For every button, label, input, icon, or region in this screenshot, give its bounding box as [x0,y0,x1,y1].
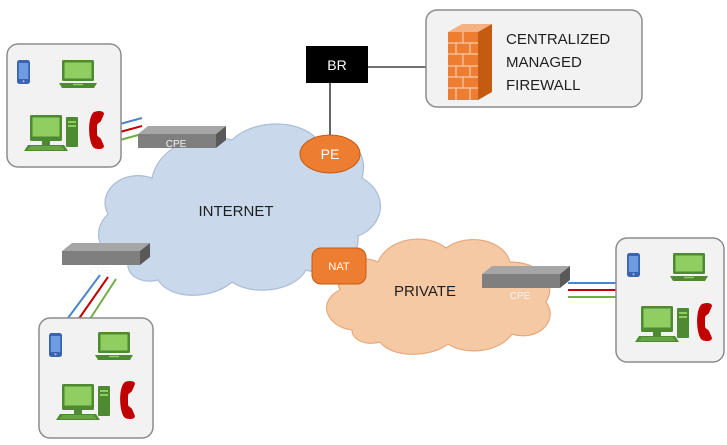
cpe-top-left: CPE [138,126,226,150]
smartphone-icon [49,333,62,357]
brick-firewall-icon [448,24,492,100]
router-device-icon [482,266,570,288]
laptop-icon [670,253,708,281]
smartphone-icon [627,253,640,277]
router-device-icon [62,243,150,265]
firewall-label-line2: MANAGED [506,54,582,71]
desktop-computer-icon [55,383,111,421]
nat-node [311,247,367,285]
desktop-computer-icon [634,305,690,343]
pe-label: PE [321,146,340,162]
desktop-computer-icon [23,114,79,152]
connection-lines [67,66,620,323]
nat-label: NAT [328,261,349,273]
smartphone-icon [17,60,30,84]
firewall-label-line1: CENTRALIZED [506,31,610,48]
cpe-label: CPE [166,139,187,150]
internet-label: INTERNET [199,203,274,220]
cpe-right: CPE [482,266,570,302]
firewall-label-line3: FIREWALL [506,77,580,94]
br-router [306,46,368,83]
laptop-icon [95,332,133,360]
private-label: PRIVATE [394,283,456,300]
br-label: BR [327,57,346,73]
site-bottom-left [38,317,154,439]
cpe-label: CPE [510,291,531,302]
pe-node [299,134,361,174]
cpe-label: CPE [90,266,111,277]
site-right [615,237,725,363]
laptop-icon [59,60,97,88]
cpe-bottom-left: CPE [62,243,150,277]
site-top-left [6,43,122,168]
